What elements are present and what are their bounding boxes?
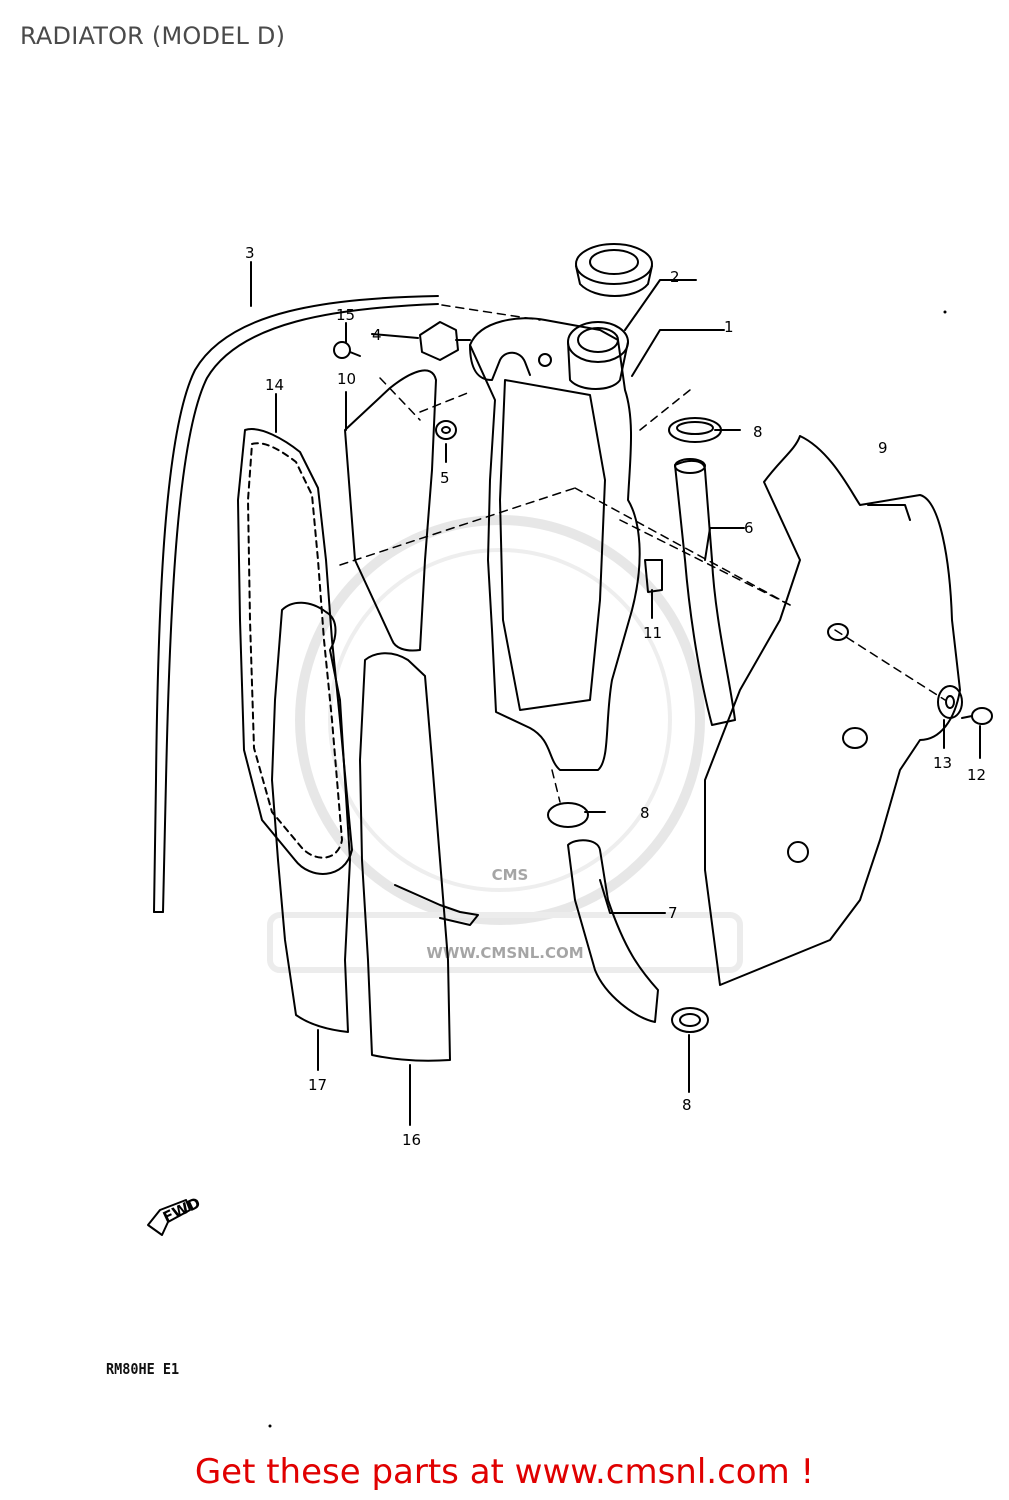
part-13-washer: [937, 685, 963, 719]
part-9-shroud: [704, 435, 961, 986]
fwd-arrow-icon: [147, 1199, 191, 1236]
part-6-hose: [674, 459, 736, 726]
part-1-radiator: [469, 317, 641, 771]
callouts: 1 2 3 4 5 6 7 8 8 8 9 10 11 12 13 14 15 …: [245, 244, 986, 1149]
cms-watermark: CMS WWW.CMSNL.COM: [267, 515, 743, 973]
fwd-label: FWD: [160, 1194, 203, 1227]
part-10-shroud: [344, 369, 437, 652]
alignment-lines: [339, 304, 946, 803]
part-8-clamp-middle: [547, 802, 606, 828]
callout-8-lower: 8: [682, 1096, 692, 1114]
part-8-clamp-lower: [671, 1007, 709, 1033]
footer-parts-link[interactable]: Get these parts at www.cmsnl.com !: [194, 1452, 815, 1492]
callout-12: 12: [967, 766, 986, 784]
callout-6: 6: [744, 519, 754, 537]
part-3-hose-inner: [162, 303, 439, 913]
callout-4: 4: [372, 326, 382, 344]
part-1-core: [499, 379, 606, 711]
callout-16: 16: [402, 1131, 421, 1149]
page-title: RADIATOR (MODEL D): [20, 22, 286, 50]
diagram-code: RM80HE E1: [106, 1360, 180, 1378]
part-2-cap: [575, 243, 653, 297]
part-12-bolt: [961, 707, 993, 725]
callout-13: 13: [933, 754, 952, 772]
callout-1: 1: [724, 318, 734, 336]
callout-11: 11: [643, 624, 662, 642]
callout-9: 9: [878, 439, 888, 457]
callout-8-upper: 8: [753, 423, 763, 441]
callout-5: 5: [440, 469, 450, 487]
part-17-guard: [271, 601, 351, 1033]
callout-8-middle: 8: [640, 804, 650, 822]
part-3-hose: [153, 295, 439, 913]
callout-17: 17: [308, 1076, 327, 1094]
part-5-grommet: [435, 420, 457, 440]
part-4-bolt: [419, 321, 471, 361]
part-16-guard: [359, 652, 451, 1062]
watermark-logo: CMS: [492, 866, 529, 884]
callout-7: 7: [668, 904, 678, 922]
callout-3: 3: [245, 244, 255, 262]
part-7-hose: [567, 839, 659, 1023]
part-14-grille-inner: [247, 442, 343, 859]
callout-15: 15: [336, 306, 355, 324]
part-8-clamp-upper: [668, 417, 741, 443]
part-14-grille: [237, 428, 353, 875]
watermark-url: WWW.CMSNL.COM: [426, 944, 583, 962]
callout-10: 10: [337, 370, 356, 388]
part-15-bolt: [333, 341, 361, 359]
callout-14: 14: [265, 376, 284, 394]
callout-2: 2: [670, 268, 680, 286]
part-11-bracket: [644, 559, 663, 593]
